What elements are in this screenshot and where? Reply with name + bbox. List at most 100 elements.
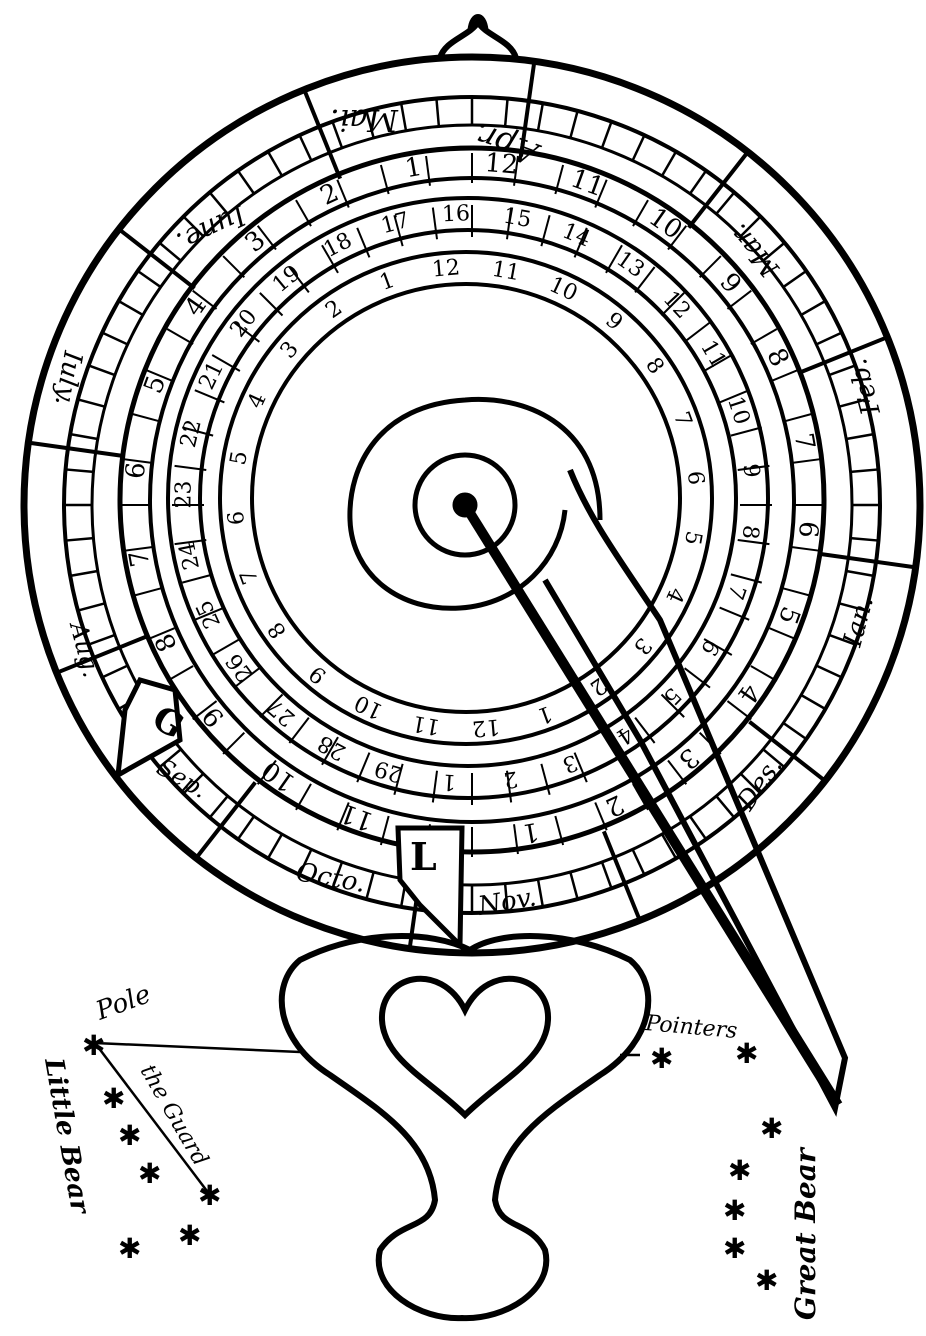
inner-hour-label: 1	[376, 268, 398, 296]
inner-hour-label: 6	[224, 510, 250, 526]
sight-line	[460, 502, 843, 1108]
moon-day-label: 1	[441, 768, 457, 794]
tick-mark	[554, 164, 565, 195]
tick-mark	[55, 635, 147, 675]
tick-mark	[850, 468, 879, 474]
tick-mark	[379, 815, 390, 846]
tick-mark	[336, 802, 350, 831]
great-bear-label: Great Bear	[789, 1146, 822, 1320]
tick-mark	[259, 292, 284, 317]
tick-mark	[393, 214, 404, 247]
tick-mark	[266, 151, 284, 177]
tick-mark	[684, 321, 711, 343]
month-mai: Mai.	[330, 102, 399, 137]
tick-mark	[838, 602, 867, 612]
inner-hour-label: 9	[305, 660, 332, 688]
tick-mark	[698, 255, 722, 279]
tick-mark	[573, 752, 588, 783]
tick-mark	[730, 573, 763, 584]
moon-day-label: 5	[658, 682, 686, 709]
pole-label: Pole	[91, 979, 155, 1027]
tick-mark	[256, 759, 277, 785]
tick-mark	[208, 795, 229, 819]
moon-day-label: 22	[176, 417, 207, 450]
tick-mark	[288, 717, 310, 744]
tick-mark	[838, 398, 867, 408]
outer-hour-label: 7	[788, 431, 820, 453]
tick-mark	[688, 170, 708, 195]
tick-mark	[211, 354, 241, 372]
tick-mark	[88, 364, 116, 377]
tick-mark	[122, 458, 153, 464]
tick-mark	[660, 693, 685, 718]
inner-hour-label: 1	[534, 700, 556, 728]
tick-mark	[828, 364, 856, 377]
outer-hour-label: 12	[484, 148, 520, 181]
pointer-star-icon: ✱	[735, 1037, 758, 1070]
g-pointer	[114, 677, 183, 780]
tick-mark	[797, 335, 889, 375]
tick-mark	[298, 848, 313, 876]
tick-mark	[69, 569, 98, 578]
tick-mark	[605, 736, 623, 766]
tick-mark	[594, 802, 608, 831]
moon-day-label: 2	[502, 765, 520, 792]
inner-hour-label: 5	[679, 529, 706, 547]
inner-hour-label: 6	[682, 470, 708, 486]
tick-mark	[569, 110, 579, 139]
outer-hour-label: 1	[403, 152, 425, 184]
tick-mark	[425, 155, 431, 186]
tick-mark	[667, 759, 688, 785]
inner-hour-label: 2	[321, 295, 347, 324]
outer-rim	[20, 53, 924, 957]
outer-hour-label: 5	[138, 372, 172, 398]
tick-mark	[236, 815, 256, 840]
star-icon: ✱	[102, 1082, 125, 1115]
tick-mark	[331, 861, 344, 889]
tick-mark	[660, 151, 678, 177]
inner-hour-label: 11	[410, 710, 442, 739]
tick-mark	[431, 207, 439, 240]
tick-mark	[750, 328, 778, 345]
tick-mark	[365, 110, 375, 139]
tick-mark	[828, 633, 856, 646]
tick-mark	[769, 369, 798, 383]
tick-mark	[791, 546, 822, 552]
tick-mark	[131, 412, 162, 423]
tick-mark	[600, 861, 613, 889]
tick-mark	[174, 464, 207, 472]
tick-mark	[393, 763, 404, 796]
tick-mark	[594, 179, 608, 208]
pivot-ring	[412, 452, 518, 558]
tick-mark	[726, 700, 752, 721]
moon-day-label: 20	[226, 305, 263, 342]
tick-mark	[211, 638, 241, 656]
month-aug: Aug.	[64, 617, 106, 680]
tick-mark	[77, 398, 106, 408]
tick-mark	[194, 781, 257, 860]
tick-mark	[146, 627, 175, 641]
inner-hour-label: 7	[236, 566, 264, 588]
month-octo: Octo.	[294, 857, 368, 899]
l-pointer	[395, 825, 465, 951]
tick-mark	[782, 269, 807, 289]
tick-mark	[631, 848, 646, 876]
tick-mark	[356, 752, 371, 783]
month-apr: Apr.	[468, 115, 545, 174]
heart-cutout	[378, 975, 552, 1120]
tick-mark	[782, 721, 807, 741]
tick-mark	[505, 207, 513, 240]
tick-mark	[769, 627, 798, 641]
moon-day-label: 27	[263, 694, 301, 731]
guard-label: the Guard	[135, 1061, 213, 1171]
month-feb: Feb.	[843, 355, 887, 419]
moon-day-label: 24	[175, 539, 205, 571]
tick-mark	[302, 88, 342, 180]
tick-mark	[815, 664, 843, 679]
tick-mark	[137, 269, 162, 289]
tick-mark	[118, 299, 144, 317]
tick-mark	[782, 587, 813, 598]
moon-day-label: 9	[738, 463, 764, 479]
